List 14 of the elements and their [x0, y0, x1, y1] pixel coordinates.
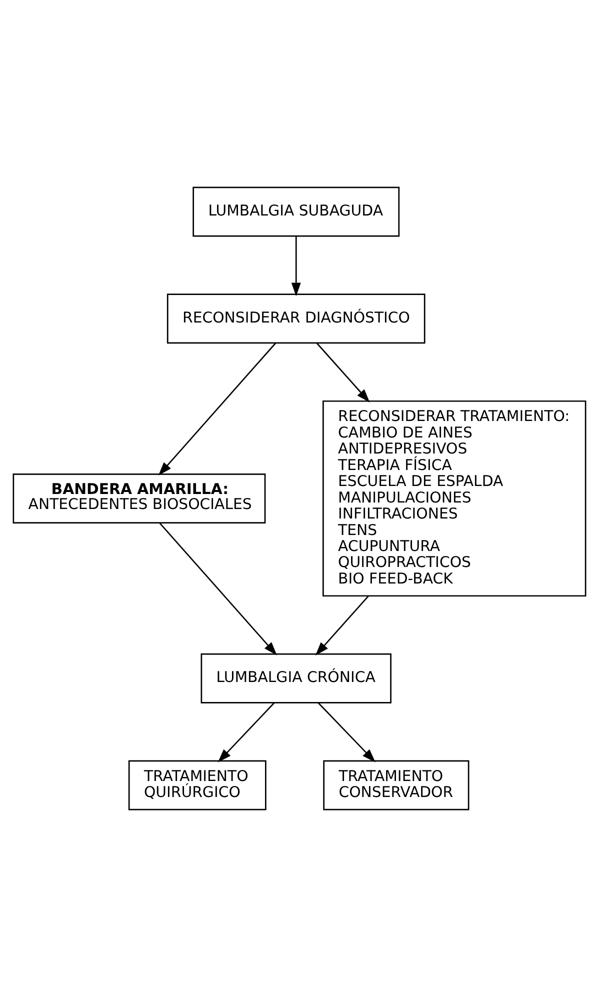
node-box: LUMBALGIA SUBAGUDA: [192, 186, 400, 236]
arrow: [315, 595, 369, 655]
node-box: TRATAMIENTO QUIRÚRGICO: [128, 760, 266, 810]
arrow: [218, 702, 275, 762]
node-box: LUMBALGIA CRÓNICA: [200, 652, 392, 703]
node-box: BANDERA AMARILLA: ANTECEDENTES BIOSOCIALES: [12, 472, 266, 524]
arrow: [318, 702, 376, 762]
arrow: [316, 342, 370, 402]
node-box: TRATAMIENTO CONSERVADOR: [323, 760, 470, 810]
node-box: RECONSIDERAR DIAGNÓSTICO: [166, 293, 426, 344]
arrow: [158, 342, 276, 476]
arrow: [159, 522, 277, 655]
node-box: RECONSIDERAR TRATAMIENTO: CAMBIO DE AINES ANTIDEPRESIVOS TERAPIA FÍSICA ESCUELA DE ESPALDA MANIPULACIONES INFILTRACIONES TENS ACUPUNTURA QUIROPRACTICOS BIO FEED-BACK: [322, 400, 586, 596]
arrow: [291, 236, 301, 296]
